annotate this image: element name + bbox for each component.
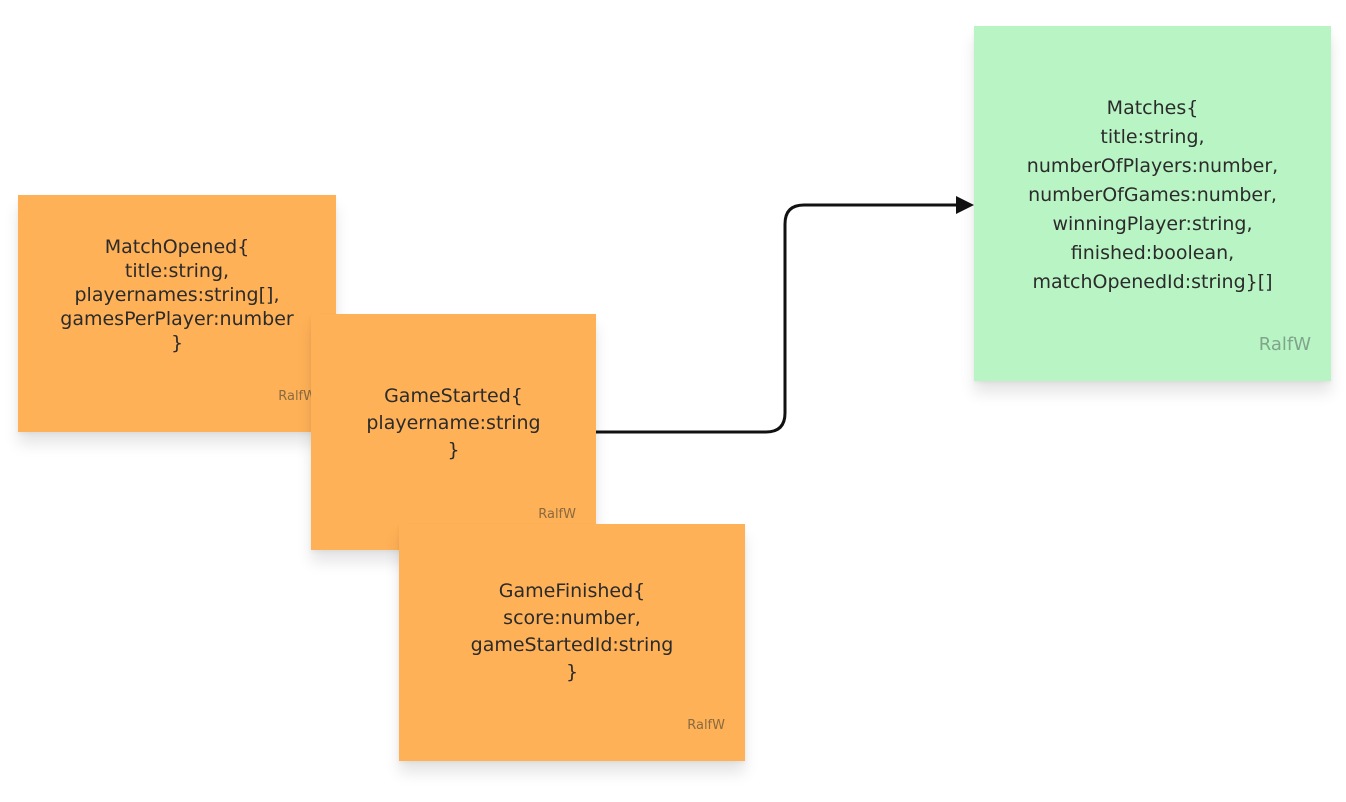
connector-game-started-to-matches[interactable] bbox=[596, 203, 958, 434]
sticky-note-matches[interactable]: Matches{ title:string, numberOfPlayers:n… bbox=[974, 26, 1331, 381]
sticky-note-author: RalfW bbox=[538, 507, 576, 522]
arrowhead-icon bbox=[956, 196, 974, 214]
sticky-note-text: GameStarted{ playername:string } bbox=[366, 385, 541, 461]
sticky-note-text: Matches{ title:string, numberOfPlayers:n… bbox=[1026, 97, 1279, 293]
sticky-note-match-opened[interactable]: MatchOpened{ title:string, playernames:s… bbox=[18, 195, 336, 432]
sticky-note-author: RalfW bbox=[278, 389, 316, 404]
sticky-note-text: GameFinished{ score:number, gameStartedI… bbox=[470, 580, 674, 683]
sticky-note-game-started[interactable]: GameStarted{ playername:string } RalfW bbox=[311, 314, 596, 550]
sticky-note-author: RalfW bbox=[1258, 334, 1311, 355]
sticky-note-author: RalfW bbox=[687, 718, 725, 733]
sticky-note-game-finished[interactable]: GameFinished{ score:number, gameStartedI… bbox=[399, 524, 745, 761]
sticky-note-text: MatchOpened{ title:string, playernames:s… bbox=[60, 236, 294, 354]
